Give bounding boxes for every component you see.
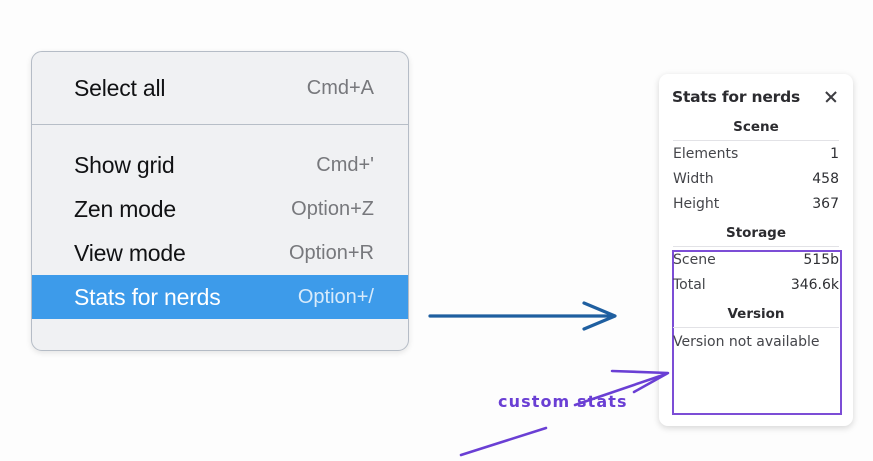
stat-row: Elements 1 (669, 141, 843, 166)
stat-value: 458 (812, 171, 839, 187)
menu-item-shortcut: Option+Z (291, 197, 374, 220)
stat-value: 346.6k (790, 277, 839, 293)
custom-stats-annotation-label: custom stats (498, 392, 628, 411)
stat-label: Width (673, 171, 714, 187)
version-section-divider (673, 327, 839, 328)
scene-section-divider (673, 140, 839, 141)
custom-stats-sections: Storage Scene 515b Total 346.6k Version … (669, 216, 843, 354)
menu-group-top: Select all Cmd+A (32, 52, 408, 124)
custom-stats-underline-icon (459, 426, 548, 457)
menu-item-shortcut: Option+R (288, 241, 374, 264)
scene-section-heading: Scene (733, 119, 779, 135)
stat-value: 1 (830, 146, 839, 162)
stat-label: Total (673, 277, 706, 293)
flow-arrow-icon (428, 301, 617, 331)
menu-separator (32, 124, 408, 125)
menu-item-zen-mode[interactable]: Zen mode Option+Z (32, 187, 408, 231)
storage-section-divider (673, 246, 839, 247)
storage-section-heading: Storage (725, 225, 787, 241)
menu-item-view-mode[interactable]: View mode Option+R (32, 231, 408, 275)
stat-row: Total 346.6k (669, 272, 843, 297)
stat-value: 367 (812, 196, 839, 212)
menu-item-select-all[interactable]: Select all Cmd+A (32, 66, 408, 110)
context-menu[interactable]: Select all Cmd+A Show grid Cmd+' Zen mod… (31, 51, 409, 351)
version-text: Version not available (673, 334, 820, 350)
menu-item-shortcut: Option+/ (297, 285, 374, 308)
panel-title: Stats for nerds (672, 88, 801, 106)
menu-item-shortcut: Cmd+A (306, 76, 374, 99)
stats-for-nerds-panel: Stats for nerds Scene Elements 1 Width 4… (659, 74, 853, 426)
menu-item-label: Zen mode (74, 195, 176, 222)
close-icon[interactable] (823, 89, 839, 105)
menu-item-shortcut: Cmd+' (316, 153, 374, 176)
stat-row: Width 458 (669, 166, 843, 191)
stat-value: 515b (803, 252, 839, 268)
menu-item-label: Show grid (74, 151, 175, 178)
version-section-heading: Version (727, 306, 785, 322)
stat-label: Elements (673, 146, 739, 162)
menu-item-label: Stats for nerds (74, 283, 221, 310)
menu-item-show-grid[interactable]: Show grid Cmd+' (32, 143, 408, 187)
menu-item-label: Select all (74, 74, 166, 101)
stat-label: Height (673, 196, 720, 212)
menu-group-bottom: Show grid Cmd+' Zen mode Option+Z View m… (32, 125, 408, 333)
menu-item-stats-for-nerds[interactable]: Stats for nerds Option+/ (32, 275, 408, 319)
menu-item-label: View mode (74, 239, 186, 266)
stat-row: Scene 515b (669, 247, 843, 272)
stat-row: Height 367 (669, 191, 843, 216)
stat-label: Scene (673, 252, 716, 268)
panel-header: Stats for nerds (669, 74, 843, 110)
